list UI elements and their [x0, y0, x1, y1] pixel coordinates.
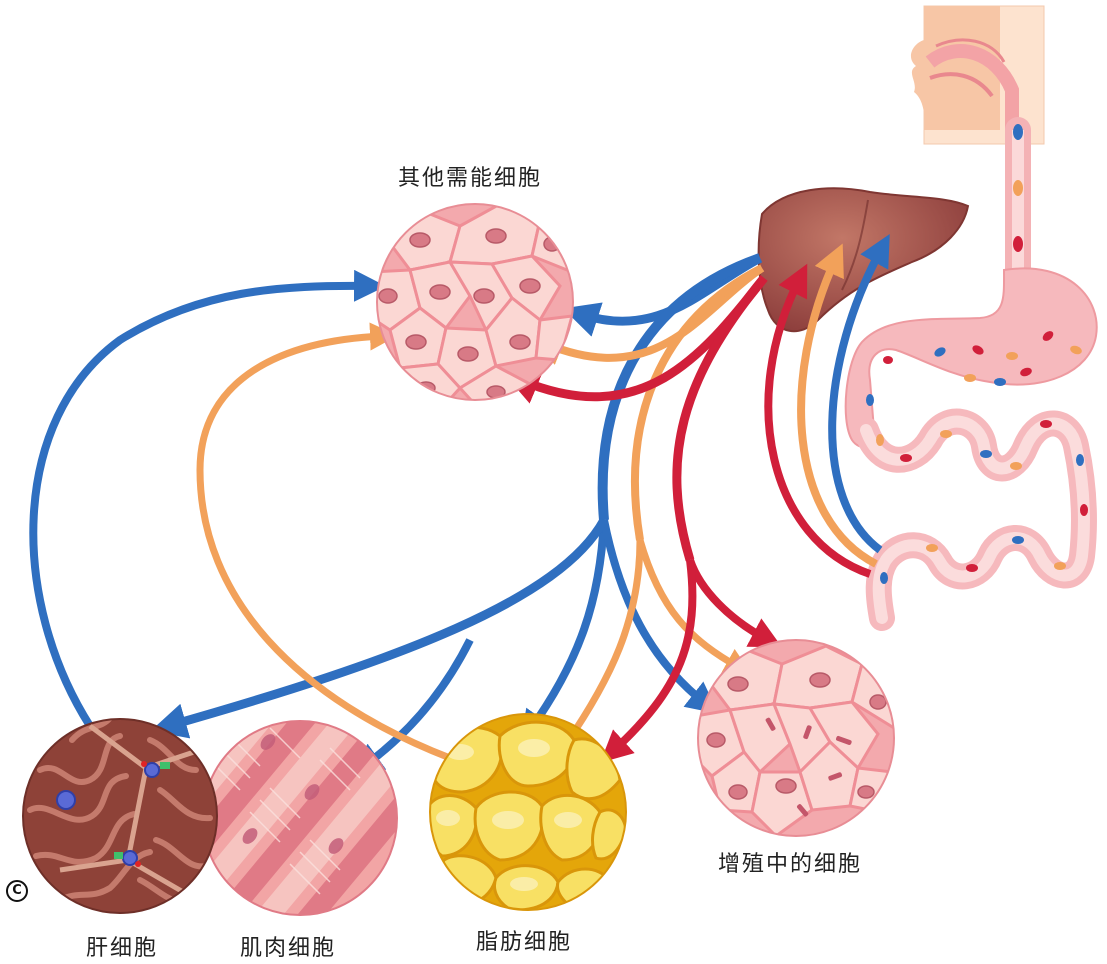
orange-muscle-to-other-cells [196, 322, 452, 762]
label-liver-cells: 肝细胞 [86, 936, 159, 961]
head-profile-icon [910, 5, 1045, 145]
copyright-icon: C [6, 880, 28, 902]
muscle-cells-circle [203, 721, 397, 915]
label-muscle-cells: 肌肉细胞 [240, 936, 337, 961]
orange-to-proliferating-cells [636, 539, 753, 675]
stomach-icon [844, 267, 1098, 448]
liver-cell-nuclei [56, 761, 170, 867]
orange-absorption-arrow [797, 243, 878, 568]
orange-to-fat-cells [558, 539, 644, 756]
intestine-icon [853, 408, 1097, 631]
blue-trunk [597, 253, 762, 521]
blue-absorption-arrow [828, 233, 890, 554]
fat-cells-circle [430, 714, 626, 910]
blue-to-muscle-cells [351, 638, 474, 776]
nutrient-particles [866, 124, 1088, 584]
red-trunk [672, 275, 768, 562]
red-to-proliferating-cells [686, 558, 783, 648]
distribution-pathways [29, 253, 783, 776]
label-proliferating-cells: 增殖中的细胞 [718, 852, 863, 877]
blue-to-liver-cells [150, 517, 608, 739]
red-to-fat-cells [600, 559, 697, 763]
red-absorption-arrow [764, 263, 872, 578]
digestive-tract [844, 117, 1098, 631]
absorption-pathways [764, 233, 890, 578]
proliferating-cells-circle [698, 640, 894, 836]
label-fat-cells: 脂肪细胞 [476, 930, 573, 955]
blue-to-proliferating-cells [600, 519, 719, 714]
other-cells-circle [377, 204, 573, 400]
label-other-energy-cells: 其他需能细胞 [398, 166, 543, 191]
blue-to-fat-cells [520, 519, 608, 744]
blue-liver-to-other-cells [29, 269, 386, 729]
